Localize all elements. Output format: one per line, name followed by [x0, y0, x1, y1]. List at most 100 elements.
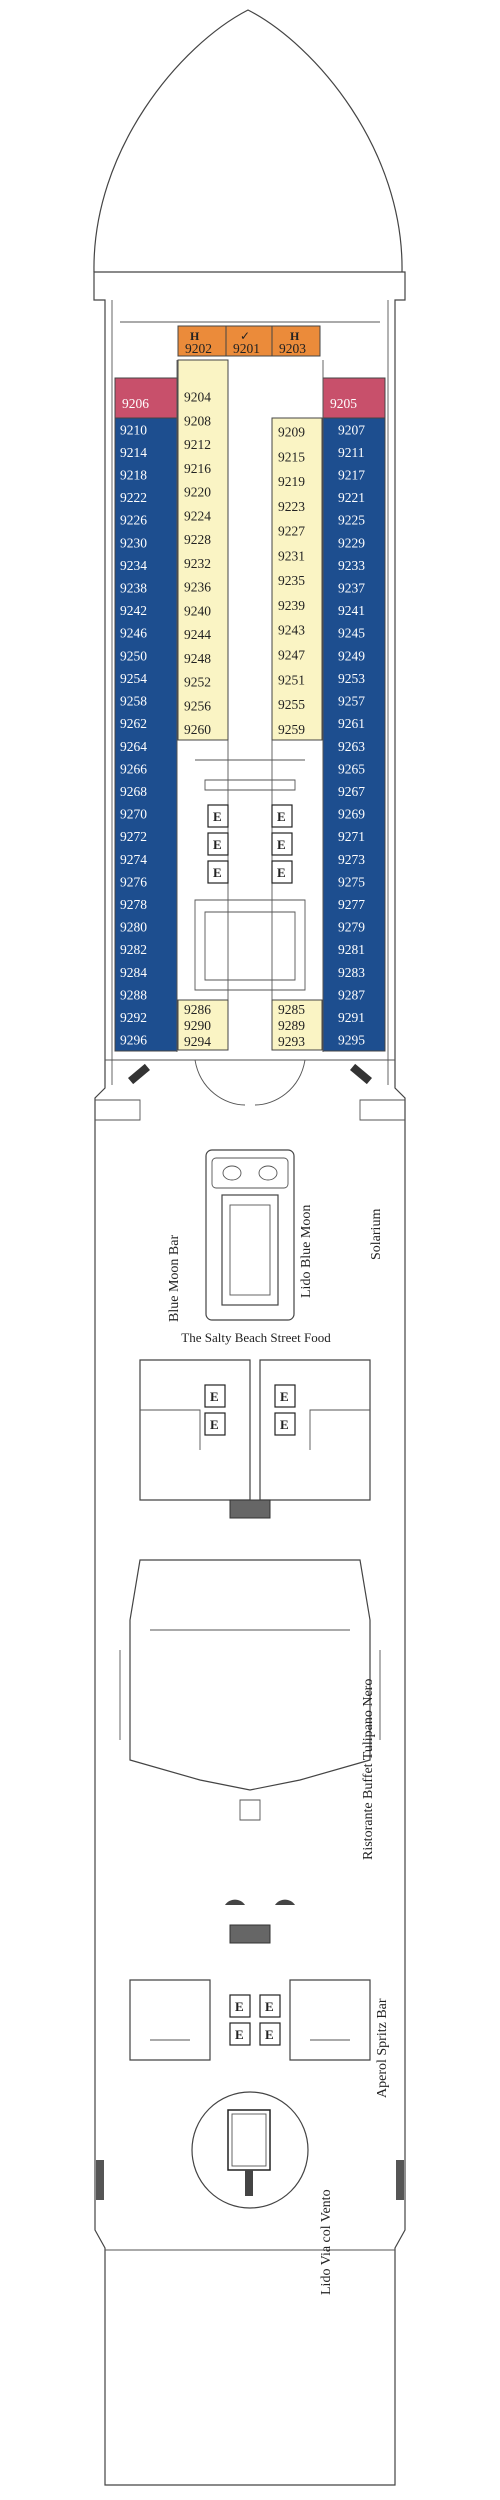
cabin-9239: 9239 [278, 598, 305, 613]
cabin-9221: 9221 [338, 490, 365, 505]
cabin-9270: 9270 [120, 807, 147, 822]
cabin-9281: 9281 [338, 942, 365, 957]
cabin-9228: 9228 [184, 532, 211, 547]
cabin-9263: 9263 [338, 739, 365, 754]
cabin-9219: 9219 [278, 474, 305, 489]
elevator-icon: E [229, 2022, 251, 2046]
cabin-9285: 9285 [278, 1002, 305, 1017]
cabin-9201: 9201 [233, 341, 260, 356]
cabin-9260: 9260 [184, 722, 211, 737]
label-tulipano-nero: Ristorante Buffet Tulipano Nero [361, 1679, 376, 1860]
cabin-9276: 9276 [120, 874, 147, 889]
cabin-9267: 9267 [338, 784, 365, 799]
front-symbol-h-2: H [290, 329, 300, 343]
elevator-icon: E [229, 1994, 251, 2018]
cabin-9242: 9242 [120, 603, 147, 618]
venue-labels: Blue Moon Bar Lido Blue Moon Solarium Th… [167, 1205, 390, 2295]
cabin-9287: 9287 [338, 987, 365, 1002]
elevator-symbol: E [213, 837, 222, 852]
mid-structures [119, 1359, 381, 2061]
cabin-9258: 9258 [120, 694, 147, 709]
lido-via-col-vento-pool [191, 2091, 309, 2209]
cabin-9292: 9292 [120, 1010, 147, 1025]
elevator-symbol: E [213, 809, 222, 824]
cabin-9268: 9268 [120, 784, 147, 799]
cabin-9246: 9246 [120, 626, 147, 641]
cabin-block-front: H ✓ H [177, 325, 321, 357]
cabin-9279: 9279 [338, 920, 365, 935]
cabin-9248: 9248 [184, 651, 211, 666]
elevator-icon: E [271, 860, 293, 884]
cabin-9262: 9262 [120, 716, 147, 731]
cabin-9252: 9252 [184, 675, 211, 690]
cabin-9261: 9261 [338, 716, 365, 731]
cabin-block-blue [114, 417, 386, 1052]
front-symbol-h: H [190, 329, 200, 343]
elevator-symbol: E [265, 1999, 274, 2014]
elevator-symbol: E [210, 1389, 219, 1404]
cabin-9231: 9231 [278, 548, 305, 563]
cabin-9236: 9236 [184, 580, 211, 595]
cabin-9212: 9212 [184, 437, 211, 452]
cabin-9237: 9237 [338, 581, 365, 596]
cabin-9220: 9220 [184, 485, 211, 500]
elevator-symbol: E [235, 1999, 244, 2014]
elevator-icon: E [271, 804, 293, 828]
cabin-9230: 9230 [120, 535, 147, 550]
elevator-icon: E [259, 2022, 281, 2046]
cabin-9234: 9234 [120, 558, 147, 573]
cabin-9255: 9255 [278, 697, 305, 712]
cabin-9288: 9288 [120, 987, 147, 1002]
cabin-9290: 9290 [184, 1018, 211, 1033]
elevator-icon: E [207, 804, 229, 828]
cabin-9256: 9256 [184, 698, 211, 713]
cabin-9291: 9291 [338, 1010, 365, 1025]
elevator-symbol: E [277, 809, 286, 824]
elevator-icon: E [204, 1384, 226, 1408]
cabin-9235: 9235 [278, 573, 305, 588]
cabin-9229: 9229 [338, 535, 365, 550]
elevator-icon: E [274, 1384, 296, 1408]
cabin-9277: 9277 [338, 897, 365, 912]
cabin-9265: 9265 [338, 761, 365, 776]
elevator-symbol: E [265, 2027, 274, 2042]
cabin-9216: 9216 [184, 461, 211, 476]
front-symbol-check: ✓ [240, 329, 250, 343]
cabin-9283: 9283 [338, 965, 365, 980]
elevator-symbol: E [235, 2027, 244, 2042]
elevator-symbol: E [280, 1417, 289, 1432]
label-lido-via-col-vento: Lido Via col Vento [319, 2189, 334, 2295]
cabin-9272: 9272 [120, 829, 147, 844]
cabin-9218: 9218 [120, 467, 147, 482]
cabin-9257: 9257 [338, 694, 365, 709]
cabin-9207: 9207 [338, 422, 365, 437]
cabin-9273: 9273 [338, 852, 365, 867]
elevator-icon: E [274, 1412, 296, 1436]
cabin-9280: 9280 [120, 920, 147, 935]
cabin-9210: 9210 [120, 422, 147, 437]
cabin-9245: 9245 [338, 626, 365, 641]
elevator-symbol: E [210, 1417, 219, 1432]
cabin-9293: 9293 [278, 1034, 305, 1049]
cabin-9238: 9238 [120, 581, 147, 596]
elevator-icon: E [259, 1994, 281, 2018]
label-solarium: Solarium [369, 1209, 384, 1260]
cabin-9224: 9224 [184, 508, 211, 523]
cabin-9278: 9278 [120, 897, 147, 912]
cabin-9244: 9244 [184, 627, 211, 642]
cabin-9249: 9249 [338, 648, 365, 663]
cabin-9259: 9259 [278, 722, 305, 737]
hull-outline [93, 9, 406, 2486]
cabin-9203: 9203 [279, 341, 306, 356]
cabin-9240: 9240 [184, 603, 211, 618]
cabin-9254: 9254 [120, 671, 147, 686]
cabin-9205: 9205 [330, 396, 357, 411]
cabin-9247: 9247 [278, 648, 305, 663]
inner-cabin-numbers: 9204920892129216922092249228923292369240… [184, 390, 305, 1049]
cabin-9204: 9204 [184, 390, 211, 405]
cabin-9284: 9284 [120, 965, 147, 980]
cabin-9227: 9227 [278, 524, 305, 539]
